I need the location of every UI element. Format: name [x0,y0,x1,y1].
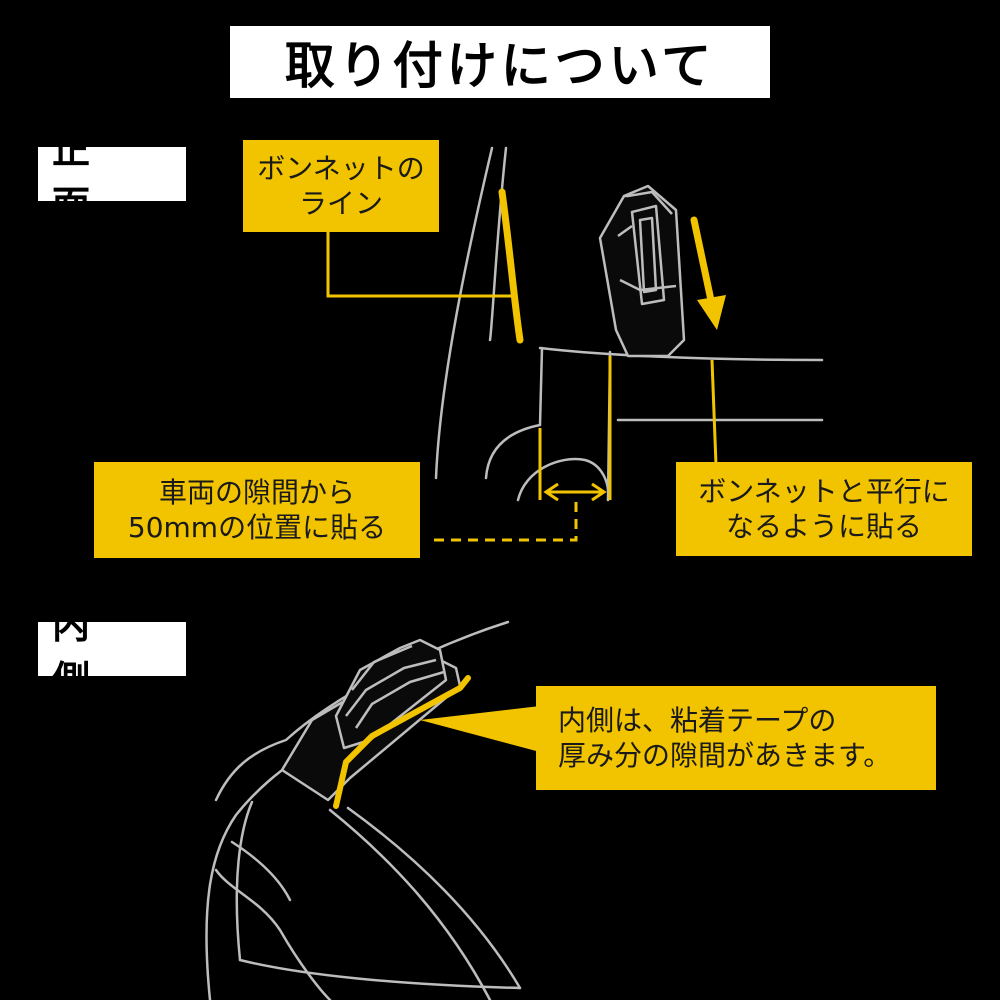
gap-dimension-marker [430,356,612,542]
deflector-front-icon [598,184,686,358]
parallel-arrow-icon [690,216,726,330]
inside-note-text-2: 厚み分の隙間があきます。 [558,739,892,772]
front-section-text: 正 面 [52,128,109,227]
inside-view-car-outline [205,620,522,1000]
bonnet-line-leader [326,232,512,298]
parallel-text-2: なるように貼る [725,510,922,543]
inside-note-text-1: 内側は、粘着テープの [558,704,837,737]
parallel-leader [710,359,718,466]
bonnet-line-text-1: ボンネットの [257,152,425,185]
inside-section-text: 内 側 [52,603,109,702]
parallel-callout: ボンネットと平行に なるように貼る [676,462,972,556]
deflector-inside-icon [280,638,462,802]
page-title-text: 取り付けについて [284,37,716,95]
parallel-text-1: ボンネットと平行に [698,475,950,508]
bonnet-line-callout: ボンネットの ライン [243,140,439,232]
page-title: 取り付けについて [230,26,770,98]
gap-50mm-text-2: 50mmの位置に貼る [127,511,387,544]
gap-50mm-text-1: 車両の隙間から [158,476,355,509]
inside-pointer [420,706,540,752]
bonnet-line-text-2: ライン [298,187,383,220]
bonnet-line-highlight [498,188,524,344]
front-section-label: 正 面 [38,128,186,227]
adhesive-tape-highlight [333,675,471,809]
gap-50mm-callout: 車両の隙間から 50mmの位置に貼る [94,462,420,558]
inside-section-label: 内 側 [38,603,186,702]
inside-note-callout: 内側は、粘着テープの 厚み分の隙間があきます。 [536,686,936,790]
